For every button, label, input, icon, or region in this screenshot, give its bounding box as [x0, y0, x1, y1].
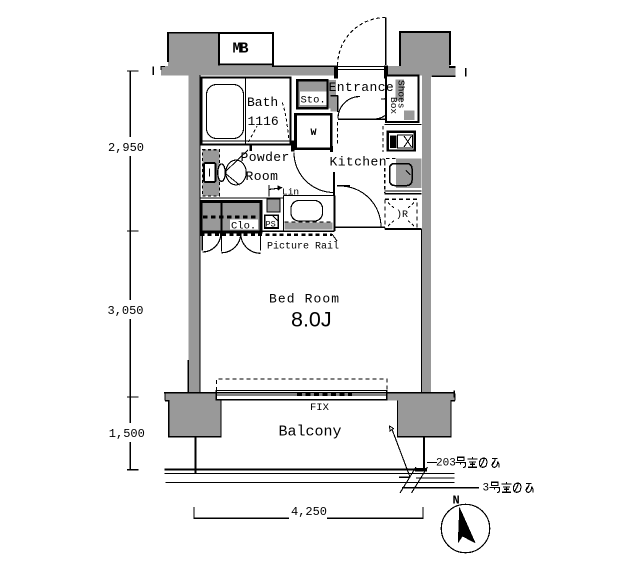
svg-text:Balcony: Balcony — [279, 424, 342, 441]
svg-text:W: W — [310, 128, 316, 139]
svg-text:Shoes: Shoes — [395, 80, 406, 109]
svg-text:Powder: Powder — [241, 150, 290, 165]
svg-text:Box: Box — [388, 97, 399, 114]
svg-text:Picture Rail: Picture Rail — [267, 241, 339, 253]
svg-text:3,050: 3,050 — [108, 304, 144, 318]
svg-text:)R: )R — [396, 209, 408, 221]
svg-text:203: 203 — [436, 458, 456, 470]
svg-text:PS: PS — [266, 220, 276, 230]
svg-text:Entrance: Entrance — [329, 80, 395, 95]
svg-text:Lin: Lin — [282, 187, 299, 198]
svg-text:MB: MB — [232, 41, 248, 58]
svg-text:2,950: 2,950 — [108, 141, 144, 155]
svg-text:4,250: 4,250 — [291, 505, 327, 519]
svg-text:N: N — [453, 494, 460, 508]
svg-text:1116: 1116 — [248, 114, 279, 129]
svg-text:Room: Room — [246, 169, 279, 184]
svg-text:1,500: 1,500 — [109, 427, 145, 441]
svg-text:Bed Room: Bed Room — [269, 292, 340, 307]
svg-text:FIX: FIX — [310, 402, 330, 414]
svg-text:Clo.: Clo. — [231, 221, 256, 233]
svg-text:8.0J: 8.0J — [291, 308, 332, 332]
svg-text:Sto.: Sto. — [301, 95, 326, 107]
svg-text:Bath: Bath — [247, 95, 278, 110]
svg-text:Kitchen: Kitchen — [330, 155, 387, 170]
svg-text:3: 3 — [483, 483, 490, 495]
